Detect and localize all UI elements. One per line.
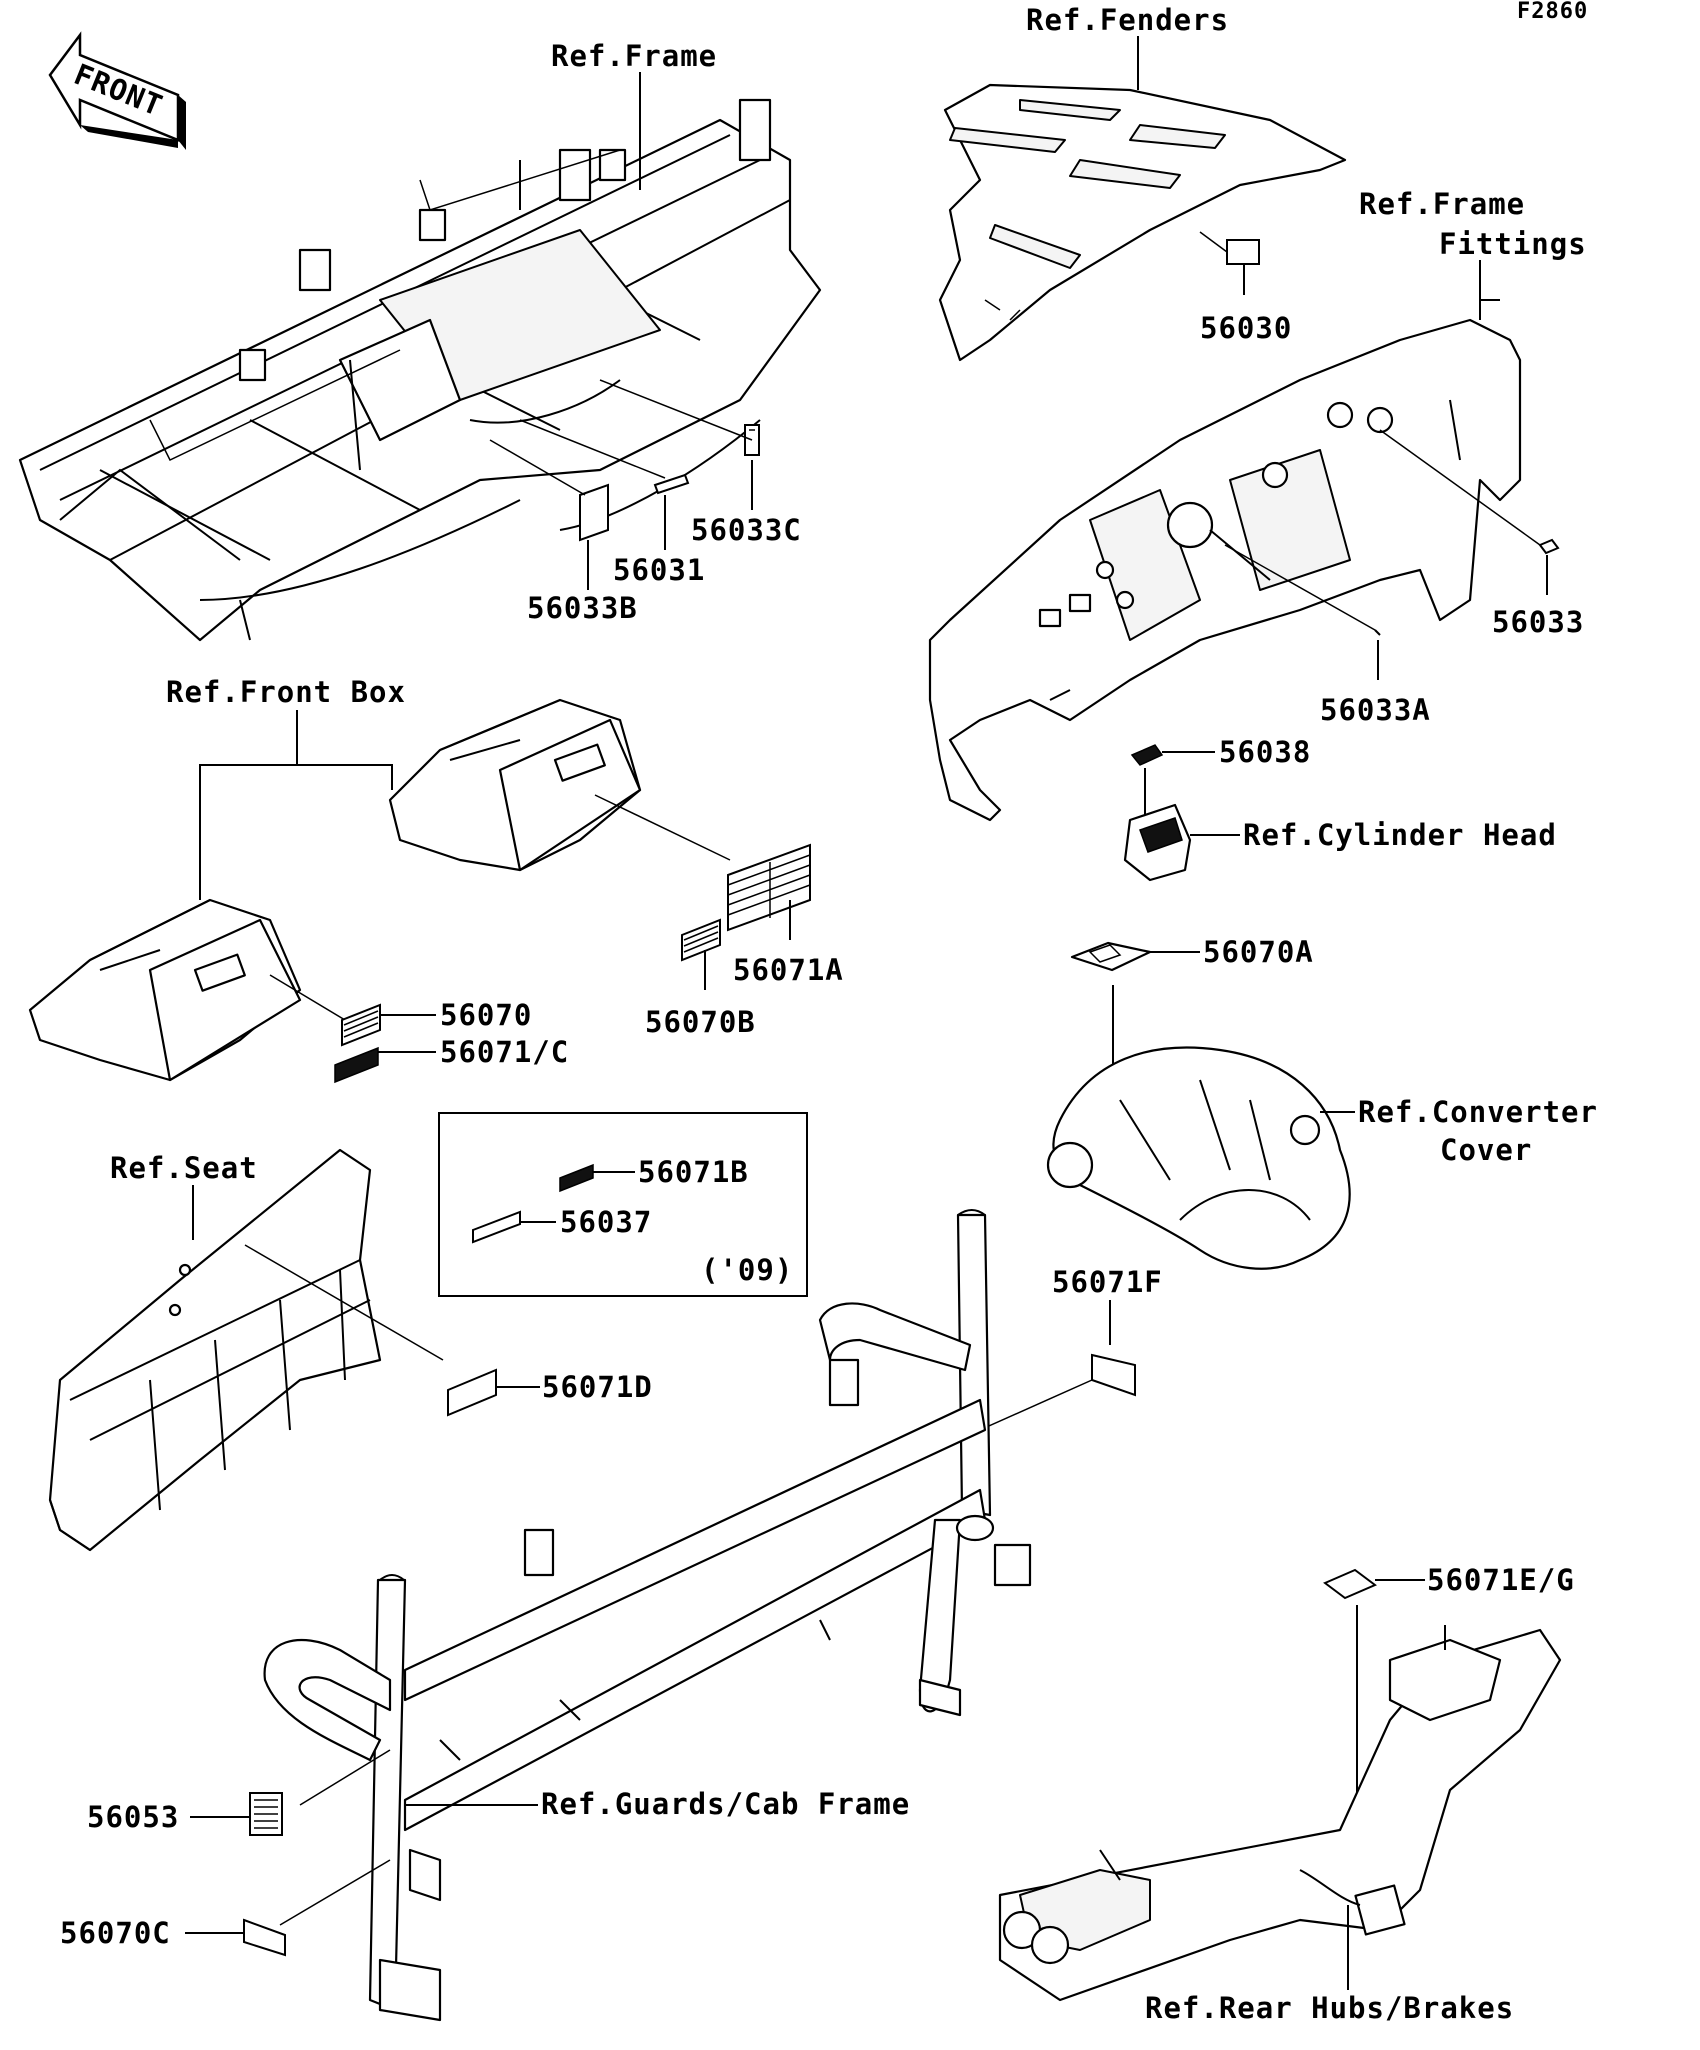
label-56071b	[559, 1163, 594, 1193]
ref-frame-fittings-label-2: Fittings	[1439, 227, 1587, 261]
label-56038	[1130, 744, 1164, 766]
cylinder-head-drawing	[1123, 803, 1192, 882]
part-56031: 56031	[613, 553, 705, 587]
label-56071f	[1091, 1353, 1136, 1397]
ref-frame-fittings-label-1: Ref.Frame	[1359, 187, 1525, 221]
label-56033b	[579, 483, 609, 542]
ref-rear-hubs-brakes-label: Ref.Rear Hubs/Brakes	[1145, 1991, 1514, 2025]
part-56071b: 56071B	[638, 1155, 749, 1189]
part-56070b: 56070B	[645, 1005, 756, 1039]
part-56070: 56070	[440, 998, 532, 1032]
label-56071d	[447, 1368, 497, 1417]
part-56038: 56038	[1219, 735, 1311, 769]
ref-converter-cover-label-1: Ref.Converter	[1358, 1095, 1598, 1129]
part-56071eg: 56071E/G	[1427, 1563, 1575, 1597]
part-56033c: 56033C	[691, 513, 802, 547]
label-56070c	[243, 1918, 286, 1957]
label-56037	[472, 1210, 521, 1244]
label-56070	[341, 1003, 381, 1047]
label-56053	[249, 1792, 283, 1836]
guards-cab-frame-drawing	[263, 1209, 1032, 2022]
ref-converter-cover-label-2: Cover	[1440, 1133, 1532, 1167]
label-56033	[1538, 538, 1560, 555]
frame-drawing	[18, 98, 822, 642]
figure-id: F2860	[1517, 0, 1588, 24]
part-56053: 56053	[87, 1800, 179, 1834]
part-56030: 56030	[1200, 311, 1292, 345]
ref-front-box-label: Ref.Front Box	[166, 675, 406, 709]
label-56031	[653, 473, 690, 495]
label-56071eg	[1323, 1568, 1377, 1600]
part-56071f: 56071F	[1052, 1265, 1163, 1299]
front-arrow-icon: FRONT	[48, 31, 186, 150]
seat-drawing	[48, 1148, 382, 1552]
inset-year-label: ('09)	[701, 1253, 793, 1287]
ref-cylinder-head-label: Ref.Cylinder Head	[1243, 818, 1557, 852]
converter-cover-drawing	[1046, 1046, 1351, 1270]
part-56070c: 56070C	[60, 1916, 171, 1950]
front-box-lower-drawing	[28, 898, 302, 1082]
frame-fittings-drawing	[928, 299, 1522, 822]
label-56070b	[681, 918, 721, 962]
part-56033b: 56033B	[527, 591, 638, 625]
part-56033a: 56033A	[1320, 693, 1431, 727]
label-56071a	[727, 843, 811, 932]
label-56030	[1226, 239, 1260, 265]
part-56071d: 56071D	[542, 1370, 653, 1404]
inset-frame-09	[438, 1112, 808, 1297]
ref-guards-cab-frame-label: Ref.Guards/Cab Frame	[541, 1787, 910, 1821]
label-56071c	[334, 1046, 379, 1084]
part-56037: 56037	[560, 1205, 652, 1239]
part-56070a: 56070A	[1203, 935, 1314, 969]
ref-frame-label: Ref.Frame	[551, 39, 717, 73]
rear-hubs-brakes-drawing	[998, 1625, 1562, 2002]
part-56033: 56033	[1492, 605, 1584, 639]
ref-fenders-label: Ref.Fenders	[1026, 3, 1229, 37]
part-56071c: 56071/C	[440, 1035, 569, 1069]
ref-seat-label: Ref.Seat	[110, 1151, 258, 1185]
front-box-upper-drawing	[388, 698, 642, 872]
fenders-drawing	[938, 83, 1347, 362]
part-56071a: 56071A	[733, 953, 844, 987]
